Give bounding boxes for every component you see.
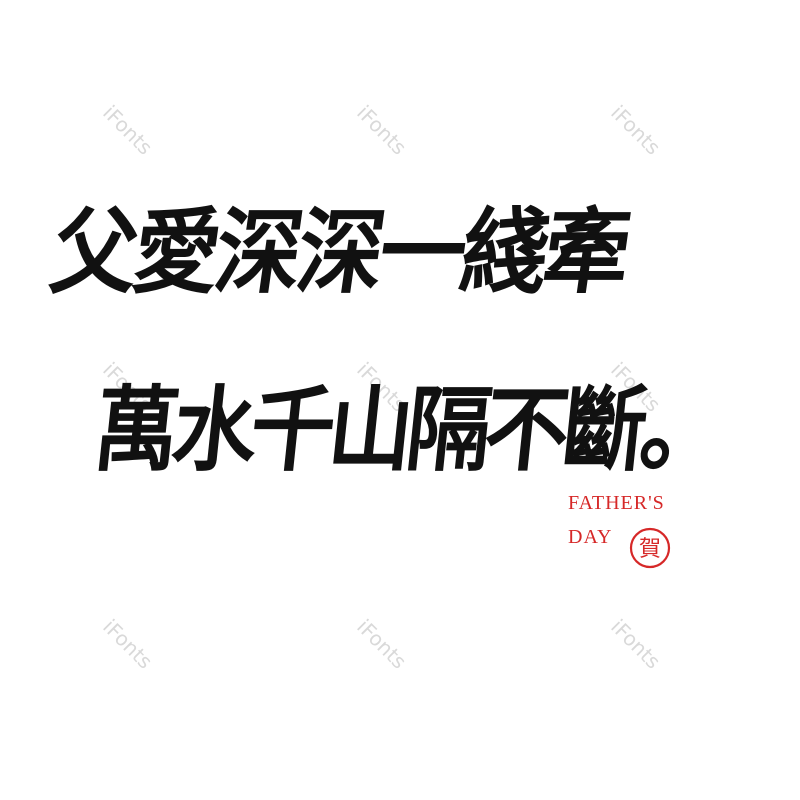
- fathers-day-label: FATHER'S DAY: [568, 486, 665, 554]
- fathers-label-line-1: FATHER'S: [568, 492, 665, 514]
- calligraphy-line-1: 父愛深深一綫牽: [44, 197, 634, 307]
- calligraphy-line-2: 萬水千山隔不斷。: [89, 375, 725, 484]
- seal-stamp-icon: 賀: [629, 527, 671, 569]
- fathers-label-line-2: DAY: [568, 526, 613, 548]
- seal-char: 賀: [639, 537, 661, 562]
